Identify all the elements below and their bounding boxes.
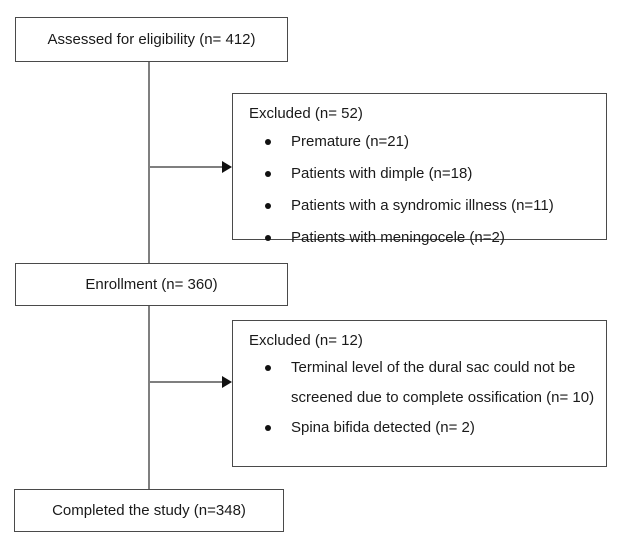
box-assessed-eligibility: Assessed for eligibility (n= 412) bbox=[15, 17, 288, 62]
list-item: Patients with dimple (n=18) bbox=[249, 158, 596, 190]
excluded-second-title: Excluded (n= 12) bbox=[249, 332, 363, 349]
arrowhead-icon bbox=[222, 161, 232, 173]
excluded-second-list: Terminal level of the dural sac could no… bbox=[249, 353, 596, 443]
arrowhead-icon bbox=[222, 376, 232, 388]
list-item: Patients with a syndromic illness (n=11) bbox=[249, 190, 596, 222]
connector-line-vertical-2 bbox=[148, 306, 150, 489]
connector-line-exclusion-2 bbox=[149, 381, 224, 383]
enrollment-label: Enrollment (n= 360) bbox=[85, 276, 218, 293]
list-item: Premature (n=21) bbox=[249, 126, 596, 158]
excluded-first-list: Premature (n=21)Patients with dimple (n=… bbox=[249, 126, 596, 254]
box-excluded-second: Excluded (n= 12) Terminal level of the d… bbox=[232, 320, 607, 467]
assessed-eligibility-label: Assessed for eligibility (n= 412) bbox=[47, 31, 256, 48]
box-excluded-first: Excluded (n= 52) Premature (n=21)Patient… bbox=[232, 93, 607, 246]
list-item: Patients with meningocele (n=2) bbox=[249, 222, 596, 254]
connector-line-exclusion-1 bbox=[149, 166, 224, 168]
completed-study-label: Completed the study (n=348) bbox=[52, 502, 246, 519]
list-item: Spina bifida detected (n= 2) bbox=[249, 413, 596, 443]
box-enrollment: Enrollment (n= 360) bbox=[15, 263, 288, 306]
connector-line-vertical-1 bbox=[148, 62, 150, 263]
box-completed-study: Completed the study (n=348) bbox=[14, 489, 284, 532]
list-item: Terminal level of the dural sac could no… bbox=[249, 353, 596, 413]
excluded-first-title: Excluded (n= 52) bbox=[249, 105, 363, 122]
